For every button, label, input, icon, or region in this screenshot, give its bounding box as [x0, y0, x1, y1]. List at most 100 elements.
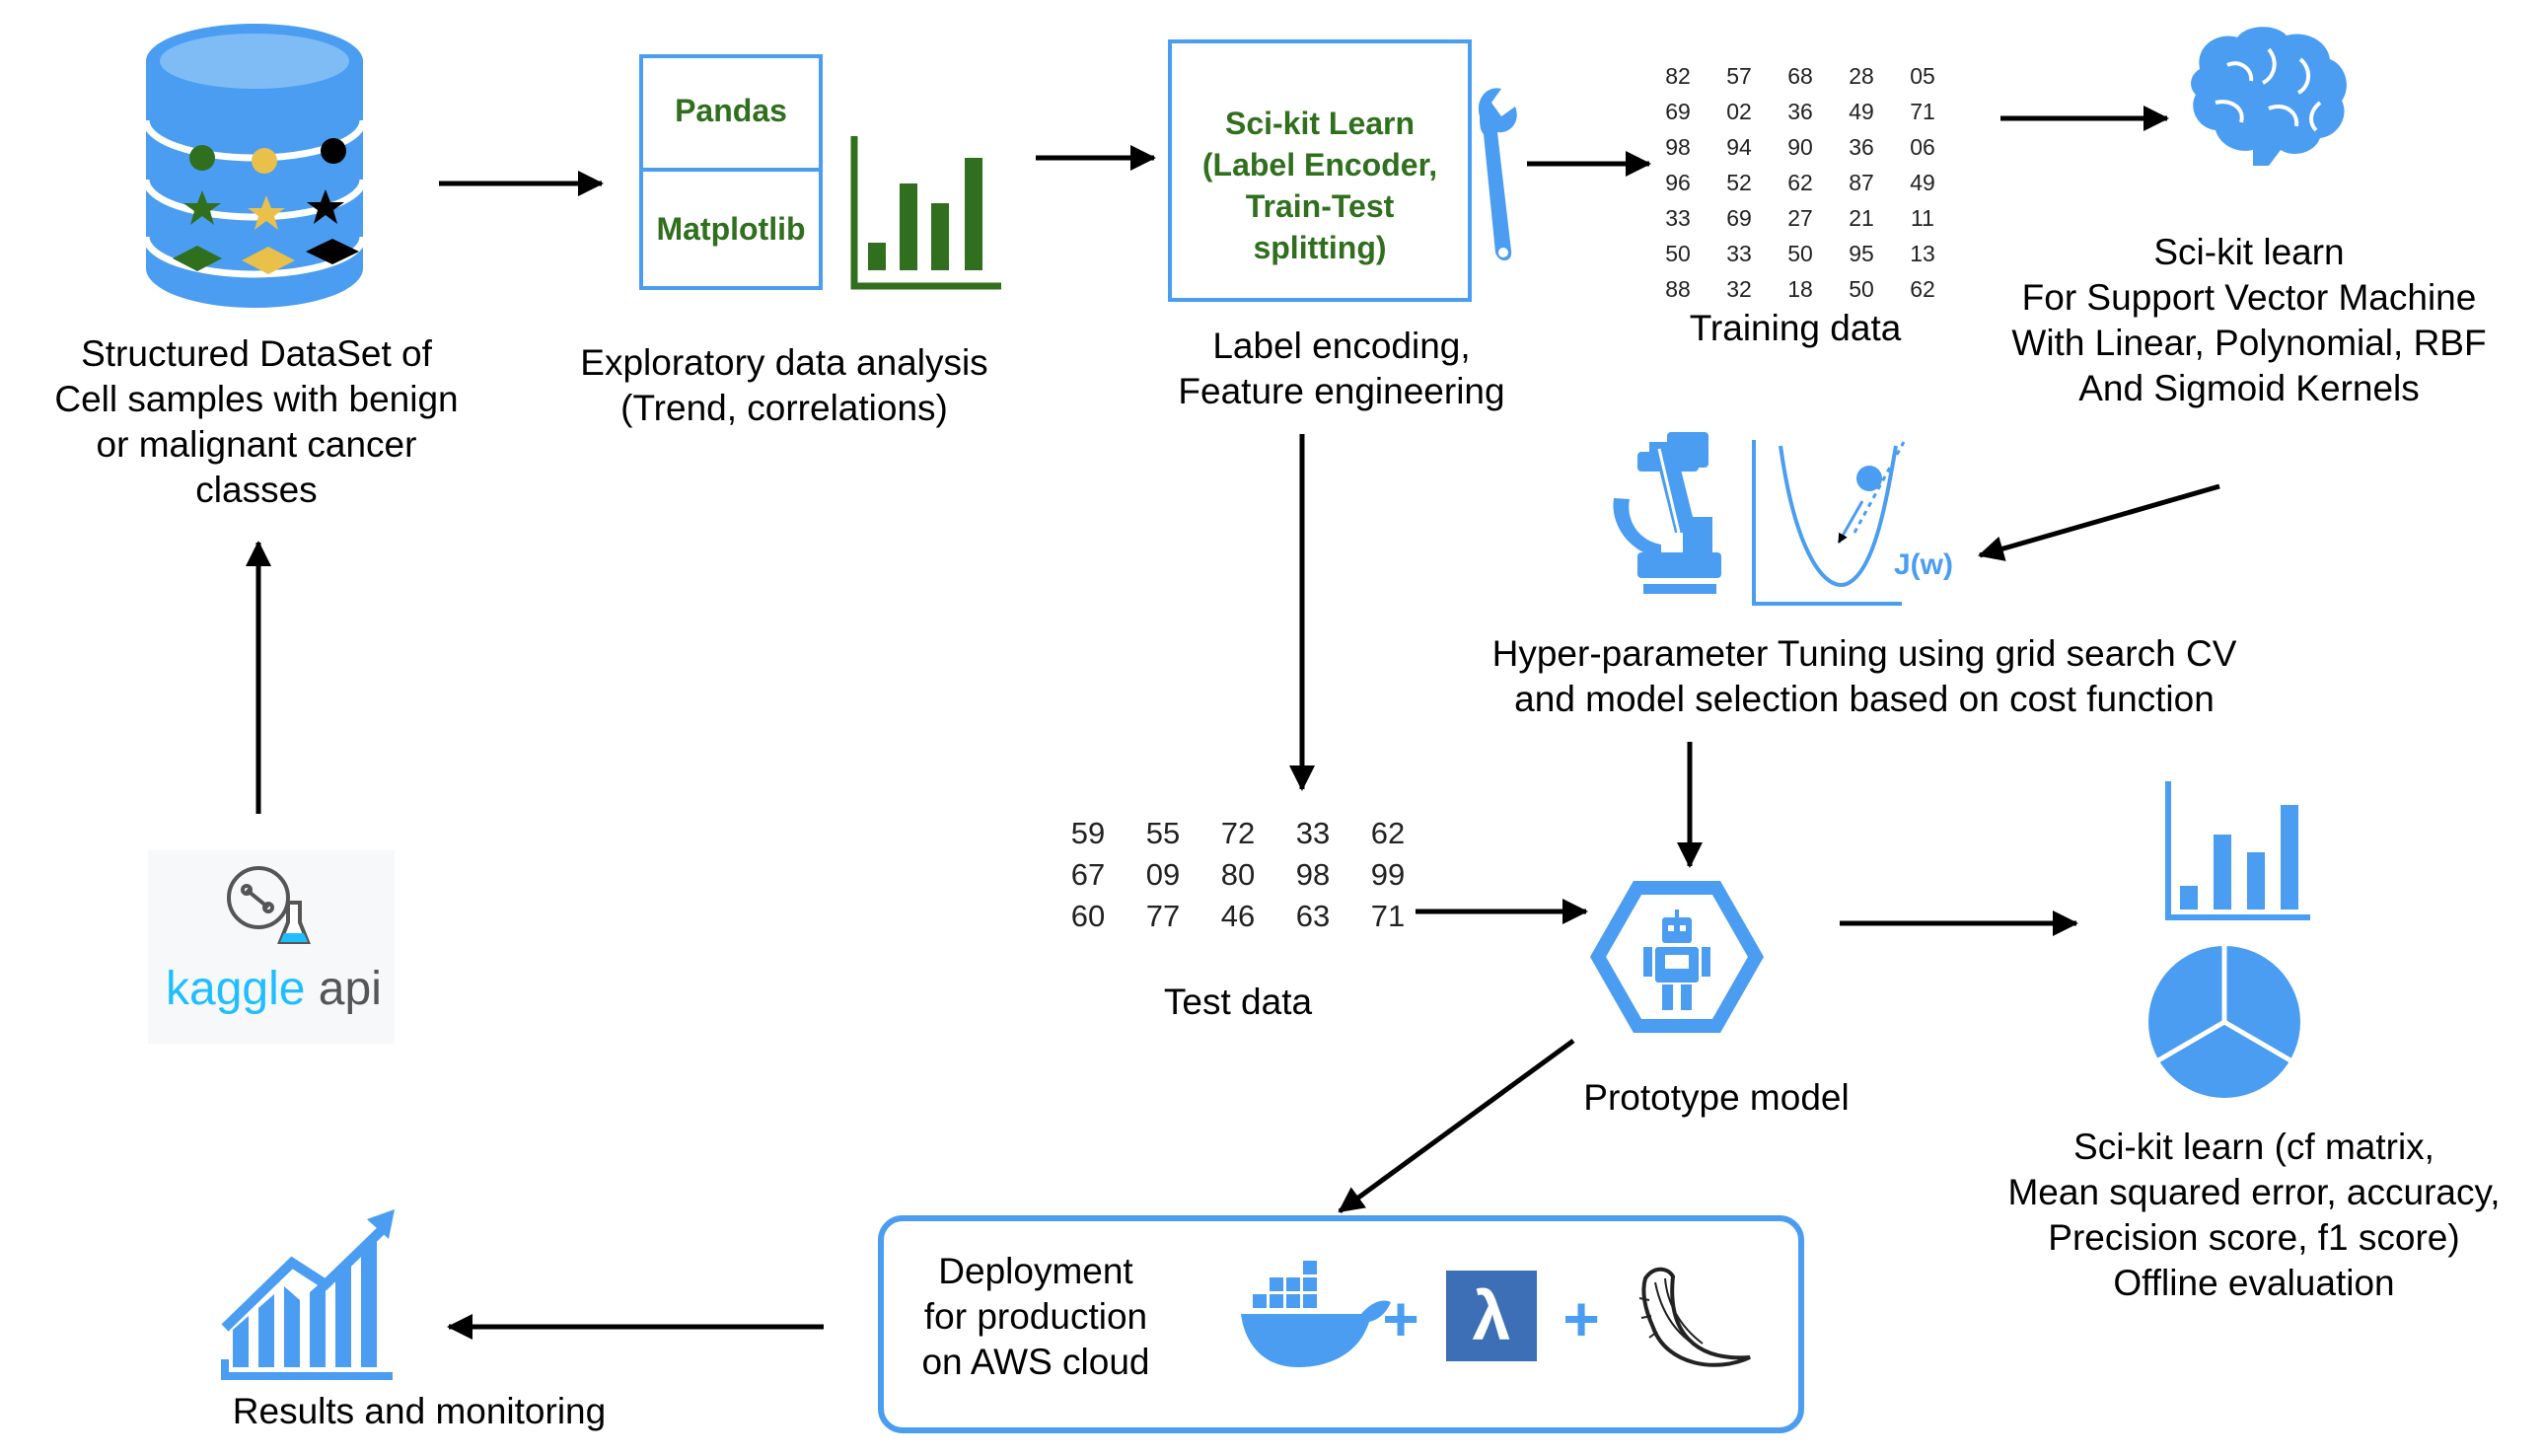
deployment-label-line: on AWS cloud	[921, 1342, 1150, 1382]
training-cell: 49	[1849, 99, 1874, 124]
svm-label-line: And Sigmoid Kernels	[2078, 368, 2420, 408]
eda-box-top-label: Pandas	[675, 93, 787, 128]
evaluation-label-line: Mean squared error, accuracy,	[2007, 1172, 2501, 1212]
eda-label-line: Exploratory data analysis	[580, 342, 988, 383]
bar-chart-icon	[850, 136, 1001, 290]
training-cell: 87	[1849, 170, 1874, 195]
scikit-box-line: Train-Test	[1245, 188, 1395, 224]
kaggle-word: kaggle	[166, 963, 306, 1015]
dataset-label-line: Structured DataSet of	[81, 333, 432, 374]
training-cell: 68	[1787, 63, 1813, 89]
arrows	[246, 106, 2220, 1340]
microscope-icon	[1613, 432, 1721, 594]
training-cell: 98	[1665, 134, 1691, 160]
dataset-label-line: classes	[195, 470, 318, 510]
training-cell: 33	[1665, 205, 1691, 231]
tuning-label-line: and model selection based on cost functi…	[1514, 679, 2215, 719]
test-cell: 33	[1295, 816, 1331, 850]
training-cell: 21	[1849, 205, 1874, 231]
training-cell: 57	[1726, 63, 1752, 89]
training-cell: 69	[1665, 99, 1691, 124]
database-icon	[142, 24, 367, 308]
test-cell: 80	[1220, 857, 1256, 892]
evaluation-label-line: Sci-kit learn (cf matrix,	[2073, 1127, 2434, 1167]
test-cell: 60	[1070, 899, 1106, 933]
svm-label-line: Sci-kit learn	[2153, 232, 2345, 272]
training-cell: 11	[1911, 205, 1934, 231]
brain-icon	[2191, 27, 2347, 166]
training-cell: 62	[1787, 170, 1813, 195]
training-cell: 36	[1787, 99, 1813, 124]
test-cell: 72	[1220, 816, 1256, 850]
training-cell: 52	[1726, 170, 1752, 195]
training-cell: 82	[1665, 63, 1691, 89]
test-cell: 55	[1145, 816, 1181, 850]
scikit-box-line: Sci-kit Learn	[1224, 106, 1416, 141]
training-cell: 95	[1849, 241, 1874, 266]
training-cell: 06	[1910, 134, 1935, 160]
test-cell: 46	[1220, 899, 1256, 933]
training-cell: 32	[1726, 276, 1752, 302]
dataset-label: Structured DataSet of Cell samples with …	[20, 331, 493, 513]
test-cell: 77	[1145, 899, 1181, 933]
tuning-label: Hyper-parameter Tuning using grid search…	[1420, 631, 2308, 722]
aws-lambda-icon	[1446, 1271, 1537, 1361]
training-cell: 13	[1910, 241, 1935, 266]
training-cell: 69	[1726, 205, 1752, 231]
test-cell: 09	[1145, 857, 1181, 892]
scikit-preprocess-box-text: Sci-kit Learn (Label Encoder, Train-Test…	[1170, 103, 1470, 268]
plus-sign: +	[1562, 1283, 1600, 1354]
kaggle-logo-bg	[148, 850, 395, 1044]
training-cell: 50	[1787, 241, 1813, 266]
svm-label-line: With Linear, Polynomial, RBF	[2011, 323, 2487, 363]
dataset-label-line: Cell samples with benign	[54, 379, 459, 419]
results-label: Results and monitoring	[232, 1391, 607, 1431]
tuning-label-line: Hyper-parameter Tuning using grid search…	[1491, 633, 2237, 674]
training-cell: 33	[1726, 241, 1752, 266]
test-cell: 71	[1370, 899, 1406, 933]
training-cell: 96	[1665, 170, 1691, 195]
pie-chart-icon	[2148, 946, 2300, 1098]
training-cell: 62	[1910, 276, 1935, 302]
dataset-label-line: or malignant cancer	[96, 424, 417, 465]
deployment-label: Deployment for production on AWS cloud	[888, 1249, 1184, 1385]
plus-sign: +	[1382, 1283, 1419, 1354]
eda-label: Exploratory data analysis (Trend, correl…	[552, 340, 1016, 431]
training-cell: 88	[1665, 276, 1691, 302]
eda-label-line: (Trend, correlations)	[620, 388, 948, 428]
deployment-label-line: Deployment	[938, 1251, 1133, 1291]
evaluation-label: Sci-kit learn (cf matrix, Mean squared e…	[1973, 1125, 2535, 1306]
test-cell: 62	[1370, 816, 1406, 850]
training-cell: 18	[1787, 276, 1813, 302]
feature-label-line: Label encoding,	[1212, 326, 1471, 366]
gradient-descent-chart-icon	[1752, 440, 1906, 606]
training-cell: 50	[1849, 276, 1874, 302]
training-cell: 71	[1910, 99, 1935, 124]
robot-hexagon-icon	[1589, 881, 1765, 1033]
flask-horn-icon	[1638, 1267, 1751, 1367]
svm-label-line: For Support Vector Machine	[2021, 277, 2477, 318]
growth-chart-icon	[221, 1209, 395, 1380]
training-cell: 94	[1726, 134, 1752, 160]
training-cell: 05	[1910, 63, 1935, 89]
training-cell: 36	[1849, 134, 1874, 160]
test-cell: 59	[1070, 816, 1106, 850]
evaluation-label-line: Offline evaluation	[2113, 1263, 2395, 1303]
training-cell: 28	[1849, 63, 1874, 89]
scikit-box-line: (Label Encoder,	[1201, 147, 1438, 182]
test-data-label: Test data	[1163, 982, 1313, 1022]
api-word: api	[318, 963, 382, 1015]
training-cell: 50	[1665, 241, 1691, 266]
svm-label: Sci-kit learn For Support Vector Machine…	[1933, 230, 2543, 411]
wrench-icon	[1478, 88, 1517, 261]
training-data-label: Training data	[1689, 308, 1902, 348]
kaggle-logo	[227, 866, 311, 944]
scikit-box-line: splitting)	[1253, 230, 1387, 265]
feature-label-line: Feature engineering	[1178, 371, 1505, 411]
evaluation-label-line: Precision score, f1 score)	[2048, 1217, 2460, 1258]
training-cell: 27	[1787, 205, 1813, 231]
arrow-svm-to-tuning	[1978, 483, 2220, 561]
